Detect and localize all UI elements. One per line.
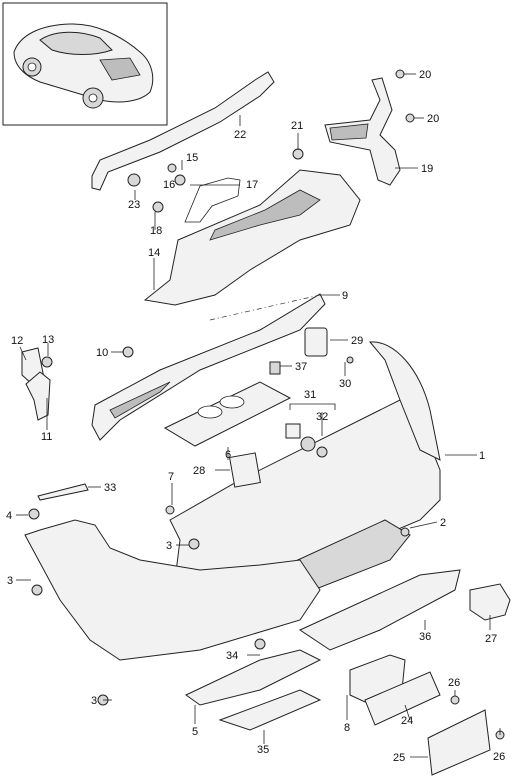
- callout-23: 23: [128, 199, 140, 211]
- callout-13: 13: [42, 334, 54, 346]
- callout-15: 15: [186, 152, 198, 164]
- callout-3: 3: [91, 695, 97, 707]
- callout-1: 1: [479, 450, 485, 462]
- callout-29: 29: [351, 335, 363, 347]
- callout-17: 17: [246, 179, 258, 191]
- callout-28: 28: [193, 465, 205, 477]
- callout-9: 9: [342, 290, 348, 302]
- callout-26: 26: [493, 751, 505, 763]
- part-35-lower-lip: [218, 689, 322, 731]
- callout-16: 16: [163, 179, 175, 191]
- callout-7: 7: [168, 471, 174, 483]
- callout-31: 31: [304, 389, 316, 401]
- callout-21: 21: [291, 120, 303, 132]
- callout-35: 35: [257, 744, 269, 756]
- part-33-strip: [37, 483, 89, 501]
- part-5-lower-lip: [185, 649, 322, 706]
- part-11-mount-bracket: [25, 371, 51, 421]
- part-25-plate: [427, 709, 491, 776]
- callout-2: 2: [440, 517, 446, 529]
- part-19-side-bracket: [324, 77, 401, 186]
- callout-11: 11: [41, 431, 52, 443]
- callout-3: 3: [7, 575, 13, 587]
- callout-33: 33: [104, 482, 116, 494]
- callout-20: 20: [419, 69, 431, 81]
- part-1-bumper-cover: [169, 341, 441, 606]
- part-24-plate: [364, 671, 441, 726]
- callout-18: 18: [150, 225, 162, 237]
- fastener-icons: [28, 69, 505, 740]
- callout-34: 34: [226, 650, 238, 662]
- callout-22: 22: [234, 129, 246, 141]
- callout-10: 10: [96, 347, 108, 359]
- part-37-clip: [269, 361, 281, 375]
- part-22-rear-bracket-rail: [91, 71, 275, 191]
- car-thumbnail-icon: [13, 23, 154, 109]
- callout-19: 19: [421, 163, 433, 175]
- callout-37: 37: [295, 361, 307, 373]
- vehicle-inset: [2, 2, 168, 126]
- callout-27: 27: [485, 633, 497, 645]
- callout-26: 26: [448, 677, 460, 689]
- callout-30: 30: [339, 378, 351, 390]
- leader-lines: [16, 73, 501, 758]
- part-36-lower-lip: [298, 569, 461, 651]
- part-31-sensor-group: [285, 403, 336, 458]
- callout-6: 6: [225, 449, 231, 461]
- callout-20: 20: [427, 113, 439, 125]
- part-1-bumper-lower-body: [24, 519, 321, 661]
- callout-14: 14: [148, 247, 160, 259]
- callout-labels: 1 2 3 3 3 4 5 6 7 8 9 10 11 12 13 14 15 …: [6, 69, 505, 764]
- part-14-heat-shield: [143, 169, 361, 306]
- callout-5: 5: [192, 726, 198, 738]
- callout-8: 8: [344, 722, 350, 734]
- callout-32: 32: [316, 411, 328, 423]
- part-9-impact-beam: [91, 293, 326, 441]
- part-6-frame: [163, 381, 292, 447]
- callout-3: 3: [166, 540, 172, 552]
- callout-4: 4: [6, 510, 12, 522]
- callout-25: 25: [393, 752, 405, 764]
- part-27-side-trim: [469, 583, 511, 621]
- callout-24: 24: [401, 715, 413, 727]
- callout-12: 12: [11, 335, 23, 347]
- part-28-cover: [229, 452, 261, 488]
- part-29-cap: [304, 327, 328, 357]
- callout-36: 36: [419, 631, 431, 643]
